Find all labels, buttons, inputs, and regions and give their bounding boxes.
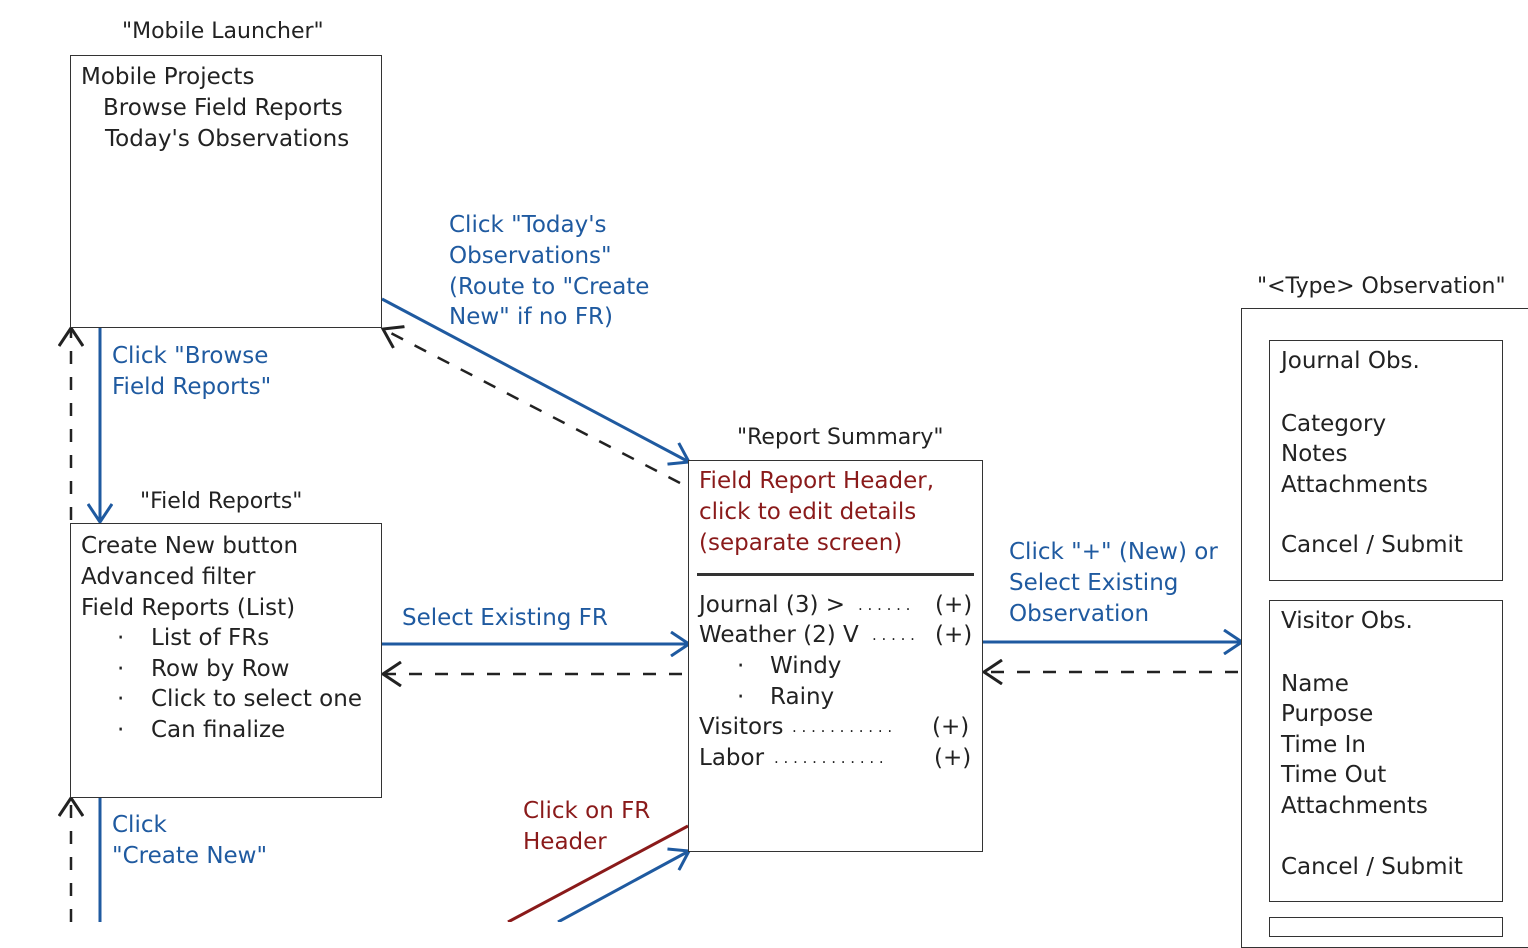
visitor-obs-title: Visitor Obs. <box>1281 608 1413 634</box>
edge-label-todays-obs: Observations" <box>449 243 612 269</box>
bullet-glyph: · <box>117 625 125 651</box>
connector-layer <box>0 297 1528 922</box>
edge-label-create-new: "Create New" <box>112 843 268 869</box>
journal-obs-card: Journal Obs. Category Notes Attachments … <box>1269 340 1503 581</box>
return-summary-to-launcher <box>383 329 681 485</box>
report-summary-screen: Field Report Header, click to edit detai… <box>688 460 983 852</box>
arrow-launcher-to-summary <box>381 297 689 462</box>
launcher-line: Mobile Projects <box>81 64 255 90</box>
field-reports-line: Create New button <box>81 533 299 559</box>
edge-label-browse: Click "Browse <box>112 343 269 369</box>
edge-label-new-obs: Select Existing <box>1009 570 1179 596</box>
journal-obs-footer: Cancel / Submit <box>1281 532 1463 558</box>
edge-label-todays-obs: (Route to "Create <box>449 274 650 300</box>
visitor-obs-field: Purpose <box>1281 701 1374 727</box>
field-reports-bullet: List of FRs <box>151 625 270 651</box>
edge-label-fr-header: Click on FR <box>523 798 651 824</box>
summary-row-add: (+) <box>935 622 973 648</box>
summary-divider <box>697 573 974 576</box>
summary-row-dots: . . . . . . . . . . . <box>792 718 893 736</box>
report-summary-title: "Report Summary" <box>737 425 944 450</box>
summary-row-label: Visitors <box>699 714 784 740</box>
bullet-glyph: · <box>117 686 125 712</box>
edge-label-todays-obs: New" if no FR) <box>449 304 613 330</box>
edge-label-todays-obs: Click "Today's <box>449 212 607 238</box>
launcher-line: Browse Field Reports <box>103 95 343 121</box>
bullet-glyph: · <box>117 717 125 743</box>
summary-row-add: (+) <box>935 592 973 618</box>
journal-obs-field: Attachments <box>1281 472 1428 498</box>
edge-label-fr-header: Header <box>523 829 607 855</box>
visitor-obs-footer: Cancel / Submit <box>1281 854 1463 880</box>
visitor-obs-card: Visitor Obs. Name Purpose Time In Time O… <box>1269 600 1503 902</box>
summary-row-dots: . . . . . <box>872 626 915 644</box>
summary-header-line: Field Report Header, <box>699 468 935 494</box>
field-reports-bullet: Can finalize <box>151 717 286 743</box>
journal-obs-title: Journal Obs. <box>1281 348 1420 374</box>
launcher-screen: Mobile Projects Browse Field Reports Tod… <box>70 55 382 328</box>
next-obs-card <box>1269 917 1503 937</box>
observation-title: "<Type> Observation" <box>1257 274 1506 299</box>
weather-item: Rainy <box>770 684 835 710</box>
journal-obs-field: Notes <box>1281 441 1348 467</box>
edge-label-select-fr: Select Existing FR <box>402 605 608 631</box>
visitor-obs-field: Time In <box>1281 732 1366 758</box>
summary-header-line: (separate screen) <box>699 530 903 556</box>
field-reports-screen: Create New button Advanced filter Field … <box>70 523 382 798</box>
summary-row-add: (+) <box>934 745 972 771</box>
visitor-obs-field: Attachments <box>1281 793 1428 819</box>
line-fr-header-edit <box>507 824 689 922</box>
summary-header-line: click to edit details <box>699 499 917 525</box>
field-reports-bullet: Row by Row <box>151 656 290 682</box>
field-reports-line: Advanced filter <box>81 564 256 590</box>
summary-row-label: Weather (2) V <box>699 622 859 648</box>
bullet-glyph: · <box>117 656 125 682</box>
weather-item: Windy <box>770 653 842 679</box>
summary-row-dots: . . . . . . <box>858 596 911 614</box>
bullet-glyph: · <box>737 653 745 679</box>
launcher-title: "Mobile Launcher" <box>122 19 324 44</box>
launcher-line: Today's Observations <box>105 126 350 152</box>
edge-label-new-obs: Click "+" (New) or <box>1009 539 1218 565</box>
visitor-obs-field: Time Out <box>1281 762 1387 788</box>
edge-label-create-new: Click <box>112 812 167 838</box>
visitor-obs-field: Name <box>1281 671 1349 697</box>
journal-obs-field: Category <box>1281 411 1387 437</box>
edge-label-new-obs: Observation <box>1009 601 1150 627</box>
field-reports-title: "Field Reports" <box>140 489 303 514</box>
summary-row-label: Labor <box>699 745 765 771</box>
summary-row-add: (+) <box>932 714 970 740</box>
bullet-glyph: · <box>737 684 745 710</box>
arrow-into-summary-bottom <box>557 851 689 922</box>
summary-row-dots: . . . . . . . . . . . . <box>774 749 884 767</box>
summary-row-label: Journal (3) > <box>699 592 846 618</box>
edge-label-browse: Field Reports" <box>112 374 272 400</box>
field-reports-line: Field Reports (List) <box>81 595 296 621</box>
field-reports-bullet: Click to select one <box>151 686 362 712</box>
